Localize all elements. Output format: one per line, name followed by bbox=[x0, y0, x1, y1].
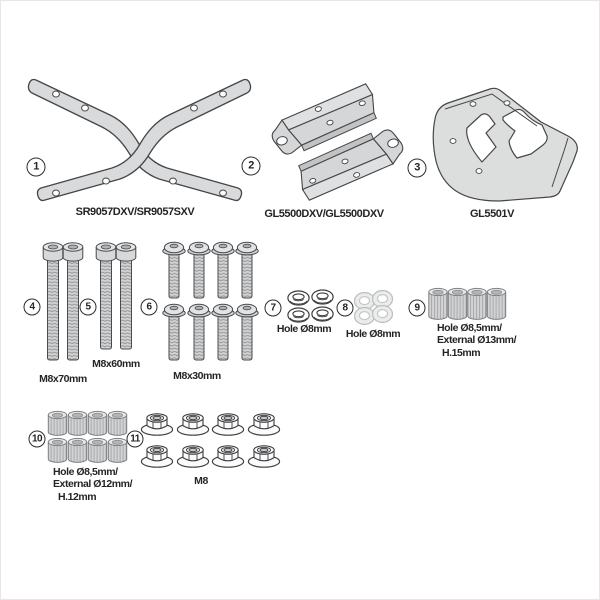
label-bolts-m8x70: M8x70mm bbox=[39, 373, 87, 385]
label-line: Hole Ø8,5mm/ bbox=[53, 466, 118, 478]
label-line: Hole Ø8,5mm/ bbox=[437, 322, 502, 334]
label-bolts-m8x30: M8x30mm bbox=[173, 370, 221, 382]
part-spacers-h15 bbox=[429, 288, 506, 319]
label-spring-washers: Hole Ø8mm bbox=[276, 323, 332, 335]
part-spacers-h12 bbox=[48, 411, 126, 462]
part-crossbars bbox=[27, 78, 252, 202]
label-spacers-h15: Hole Ø8,5mm/ External Ø13mm/ H.15mm bbox=[437, 322, 516, 359]
label-line: External Ø12mm/ bbox=[53, 478, 133, 491]
part-number-badge-4: 4 bbox=[23, 298, 41, 316]
part-bolts-m8x60 bbox=[96, 243, 136, 349]
label-nuts: M8 bbox=[194, 475, 208, 487]
part-bolts-m8x30 bbox=[163, 242, 258, 360]
part-number-badge-6: 6 bbox=[140, 298, 158, 316]
label-spacers-h12: Hole Ø8,5mm/ External Ø12mm/ H.12mm bbox=[53, 466, 132, 503]
part-number-badge-7: 7 bbox=[264, 299, 282, 317]
part-side-plates bbox=[264, 82, 411, 202]
part-bolts-m8x70 bbox=[43, 243, 83, 360]
part-number-badge-11: 11 bbox=[126, 430, 144, 448]
label-crossbars: SR9057DXV/SR9057SXV bbox=[75, 206, 195, 218]
part-number-badge-8: 8 bbox=[336, 299, 354, 317]
label-side-plates: GL5500DXV/GL5500DXV bbox=[264, 208, 384, 220]
label-line: H.12mm bbox=[58, 490, 97, 503]
label-main-plate: GL5501V bbox=[470, 208, 514, 220]
label-bolts-m8x60: M8x60mm bbox=[92, 358, 140, 370]
part-number-badge-3: 3 bbox=[407, 158, 427, 178]
part-spring-washers bbox=[288, 290, 333, 322]
part-flat-washers bbox=[355, 291, 393, 325]
part-number-badge-1: 1 bbox=[26, 157, 46, 177]
label-flat-washers: Hole Ø8mm bbox=[345, 328, 401, 340]
part-number-badge-9: 9 bbox=[408, 299, 426, 317]
part-number-badge-2: 2 bbox=[241, 156, 261, 176]
part-flange-nuts bbox=[141, 414, 279, 467]
label-line: H.15mm bbox=[442, 346, 481, 359]
part-number-badge-5: 5 bbox=[79, 298, 97, 316]
part-main-plate bbox=[432, 87, 578, 202]
part-number-badge-10: 10 bbox=[28, 430, 46, 448]
label-line: External Ø13mm/ bbox=[437, 334, 517, 347]
